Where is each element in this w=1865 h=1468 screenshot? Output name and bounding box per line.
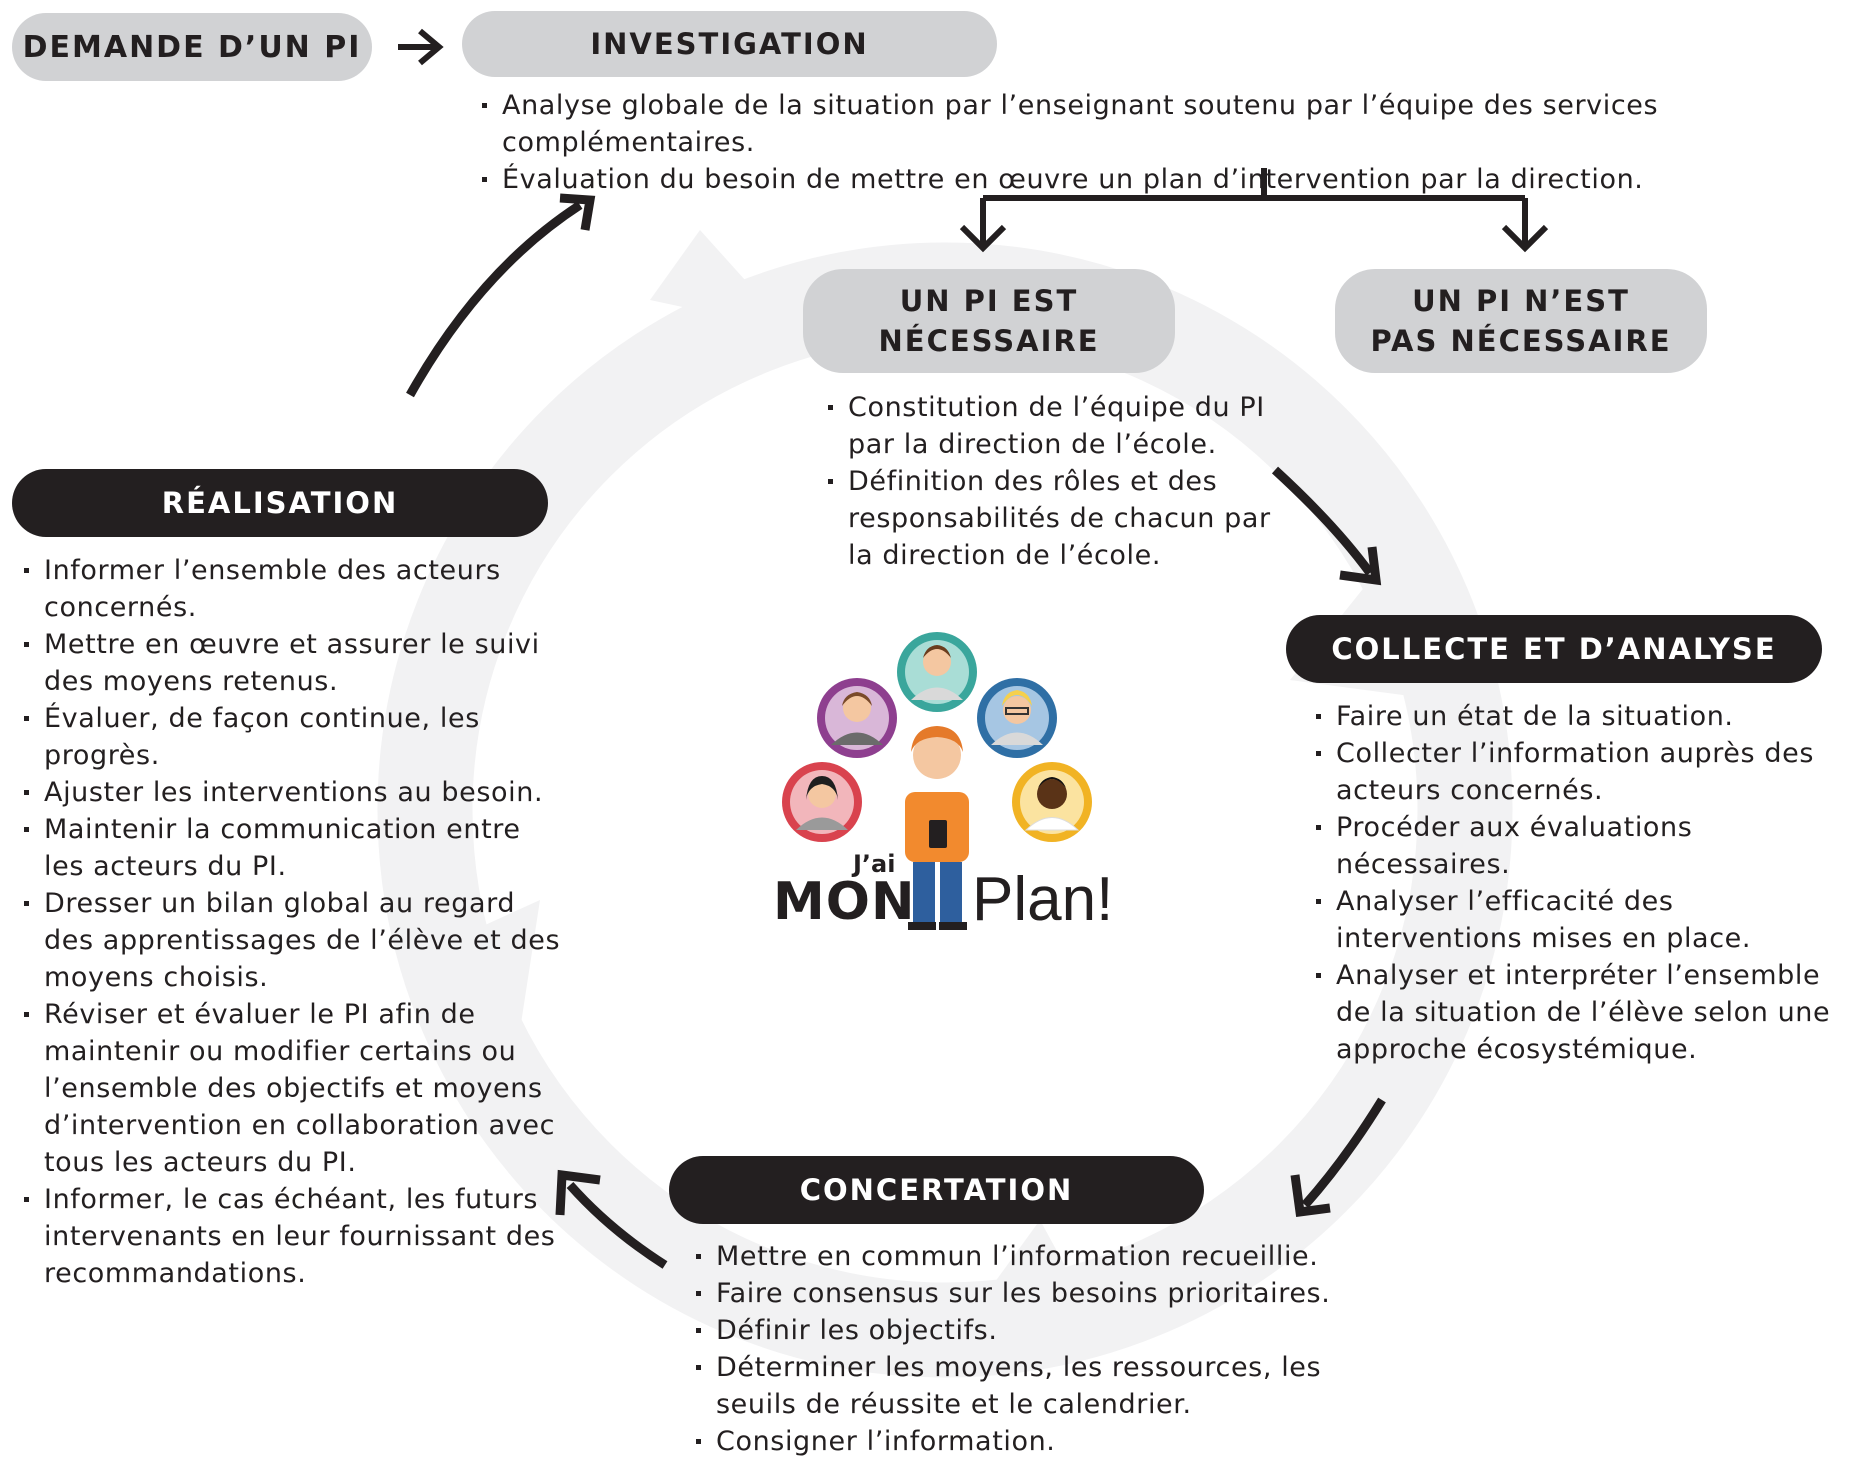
pi-necessaire-line2: NÉCESSAIRE	[878, 324, 1100, 358]
list-item: Constitution de l’équipe du PI par la di…	[826, 389, 1276, 463]
list-item: Définition des rôles et des responsabili…	[826, 463, 1276, 574]
step-pi-necessaire-pill: UN PI EST NÉCESSAIRE	[803, 269, 1175, 373]
step-collecte-label: COLLECTE ET D’ANALYSE	[1331, 632, 1777, 666]
step-concertation-pill: CONCERTATION	[669, 1156, 1204, 1224]
branch-connector	[959, 168, 1549, 253]
list-item: Faire consensus sur les besoins priorita…	[694, 1275, 1374, 1312]
list-item: Informer, le cas échéant, les futurs int…	[22, 1181, 562, 1292]
concertation-list: Mettre en commun l’information recueilli…	[694, 1238, 1374, 1460]
step-concertation-label: CONCERTATION	[799, 1173, 1074, 1207]
logo-jai-text: J’ai	[853, 850, 896, 878]
step-investigation-pill: INVESTIGATION	[462, 11, 997, 77]
demande-to-investigation-arrow	[398, 28, 444, 66]
list-item: Évaluer, de façon continue, les progrès.	[22, 700, 562, 774]
step-investigation-label: INVESTIGATION	[590, 27, 869, 61]
list-item: Analyser l’efficacité des interventions …	[1314, 883, 1854, 957]
pi-non-necessaire-line2: PAS NÉCESSAIRE	[1370, 324, 1672, 358]
realisation-list: Informer l’ensemble des acteurs concerné…	[22, 552, 562, 1292]
collecte-list: Faire un état de la situation. Collecter…	[1314, 698, 1854, 1068]
pi-necessaire-line1: UN PI EST	[899, 284, 1079, 318]
list-item: Informer l’ensemble des acteurs concerné…	[22, 552, 562, 626]
investigation-list: Analyse globale de la situation par l’en…	[480, 87, 1865, 198]
cycle-arrows	[406, 193, 1386, 1269]
step-collecte-pill: COLLECTE ET D’ANALYSE	[1286, 615, 1822, 683]
list-item: Collecter l’information auprès des acteu…	[1314, 735, 1854, 809]
step-realisation-label: RÉALISATION	[161, 486, 399, 520]
list-item: Consigner l’information.	[694, 1423, 1374, 1460]
logo-mon-text: MON	[773, 872, 916, 932]
pi-necessaire-list: Constitution de l’équipe du PI par la di…	[826, 389, 1276, 574]
list-item: Mettre en commun l’information recueilli…	[694, 1238, 1374, 1275]
logo-plan-text: Plan!	[972, 865, 1114, 934]
list-item: Analyse globale de la situation par l’en…	[480, 87, 1865, 161]
list-item: Mettre en œuvre et assurer le suivi des …	[22, 626, 562, 700]
list-item: Réviser et évaluer le PI afin de mainten…	[22, 996, 562, 1181]
list-item: Définir les objectifs.	[694, 1312, 1374, 1349]
list-item: Dresser un bilan global au regard des ap…	[22, 885, 562, 996]
list-item: Déterminer les moyens, les ressources, l…	[694, 1349, 1374, 1423]
list-item: Ajuster les interventions au besoin.	[22, 774, 562, 811]
list-item: Maintenir la communication entre les act…	[22, 811, 562, 885]
list-item: Procéder aux évaluations nécessaires.	[1314, 809, 1854, 883]
step-pi-non-necessaire-pill: UN PI N’EST PAS NÉCESSAIRE	[1335, 269, 1707, 373]
list-item: Analyser et interpréter l’ensemble de la…	[1314, 957, 1854, 1068]
list-item: Faire un état de la situation.	[1314, 698, 1854, 735]
step-demande-pill: DEMANDE D’UN PI	[12, 13, 372, 81]
step-demande-label: DEMANDE D’UN PI	[22, 29, 362, 65]
pi-non-necessaire-line1: UN PI N’EST	[1412, 284, 1630, 318]
list-item: Évaluation du besoin de mettre en œuvre …	[480, 161, 1865, 198]
step-realisation-pill: RÉALISATION	[12, 469, 548, 537]
